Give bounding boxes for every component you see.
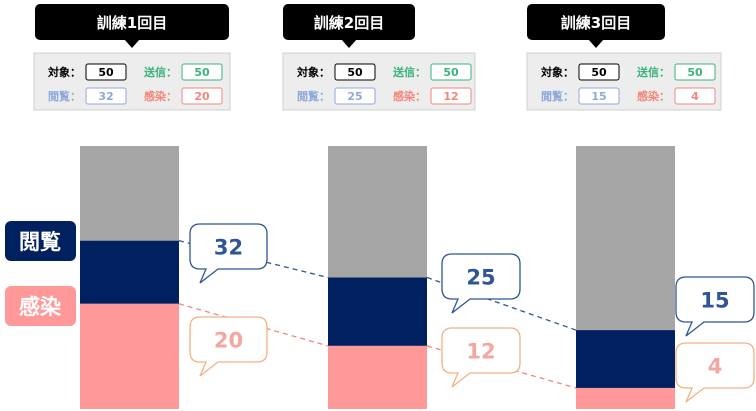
callout-value: 32 bbox=[214, 236, 243, 260]
callout-value: 15 bbox=[700, 289, 729, 313]
sent-label: 送信： bbox=[636, 65, 670, 79]
view-value-box bbox=[334, 87, 376, 105]
view-callout-2: 25 bbox=[441, 253, 521, 314]
training-title: 訓練2回目 bbox=[314, 14, 384, 32]
target-label: 対象： bbox=[296, 65, 330, 79]
legend-view-box bbox=[5, 221, 76, 261]
callout-value: 20 bbox=[214, 329, 243, 353]
infect-value-box bbox=[430, 87, 472, 105]
view-label: 閲覧： bbox=[541, 89, 574, 103]
bar-infect-2 bbox=[328, 345, 427, 409]
view-value: 15 bbox=[591, 90, 606, 103]
infect-value-box bbox=[181, 87, 223, 105]
view-label: 閲覧： bbox=[48, 89, 81, 103]
sent-value: 50 bbox=[443, 66, 459, 79]
view-value-box bbox=[578, 87, 620, 105]
infect-callout-3: 4 bbox=[675, 342, 755, 403]
infect-value-box bbox=[674, 87, 716, 105]
callout-shape bbox=[675, 342, 755, 403]
infect-label: 感染： bbox=[393, 89, 426, 103]
info-panel bbox=[526, 52, 722, 111]
bar-infect-3 bbox=[576, 387, 675, 409]
target-value: 50 bbox=[591, 66, 607, 79]
target-label: 対象： bbox=[47, 65, 81, 79]
training-title: 訓練1回目 bbox=[97, 14, 167, 32]
callout-value: 4 bbox=[708, 355, 723, 379]
view-value: 25 bbox=[347, 90, 362, 103]
sent-value-box bbox=[674, 63, 716, 81]
target-value-box bbox=[334, 63, 376, 81]
infect-label: 感染： bbox=[637, 89, 670, 103]
title-pointer bbox=[341, 39, 357, 48]
bar-view-3 bbox=[576, 330, 675, 388]
bar-remainder-3 bbox=[576, 146, 675, 331]
view-callout-3: 15 bbox=[675, 276, 755, 337]
bar-remainder-1 bbox=[80, 146, 179, 241]
callout-value: 25 bbox=[466, 266, 495, 290]
target-value: 50 bbox=[347, 66, 363, 79]
title-box bbox=[35, 4, 229, 40]
sent-value: 50 bbox=[687, 66, 703, 79]
infect-label: 感染： bbox=[144, 89, 177, 103]
training-title: 訓練3回目 bbox=[561, 14, 631, 32]
infect-callout-1: 20 bbox=[189, 316, 268, 377]
sent-value: 50 bbox=[194, 66, 210, 79]
target-value-box bbox=[578, 63, 620, 81]
title-box bbox=[527, 4, 665, 40]
view-value: 32 bbox=[98, 90, 113, 103]
legend-infect-label: 感染 bbox=[19, 295, 61, 319]
view-label: 閲覧： bbox=[297, 89, 330, 103]
bar-view-2 bbox=[328, 277, 427, 346]
sent-label: 送信： bbox=[392, 65, 426, 79]
legend-view-label: 閲覧 bbox=[19, 230, 61, 254]
infect-connector-2 bbox=[426, 345, 577, 389]
infect-callout-2: 12 bbox=[441, 327, 521, 388]
title-pointer bbox=[588, 39, 604, 48]
callout-shape bbox=[441, 253, 521, 314]
bar-infect-1 bbox=[80, 303, 179, 409]
infect-value: 20 bbox=[194, 90, 210, 103]
legend-infect-box bbox=[5, 286, 76, 326]
callout-shape bbox=[675, 276, 755, 337]
infect-value: 12 bbox=[443, 90, 458, 103]
view-value-box bbox=[85, 87, 127, 105]
sent-value-box bbox=[181, 63, 223, 81]
sent-label: 送信： bbox=[143, 65, 177, 79]
target-label: 対象： bbox=[540, 65, 574, 79]
bar-view-1 bbox=[80, 240, 179, 304]
title-box bbox=[283, 4, 415, 40]
callout-shape bbox=[189, 223, 268, 284]
sent-value-box bbox=[430, 63, 472, 81]
target-value-box bbox=[85, 63, 127, 81]
title-pointer bbox=[124, 39, 140, 48]
callout-shape bbox=[189, 316, 268, 377]
callout-shape bbox=[441, 327, 521, 388]
infect-value: 4 bbox=[691, 90, 699, 103]
bar-remainder-2 bbox=[328, 146, 427, 278]
infect-connector-1 bbox=[178, 303, 329, 347]
view-callout-1: 32 bbox=[189, 223, 268, 284]
callout-value: 12 bbox=[466, 340, 495, 364]
target-value: 50 bbox=[98, 66, 114, 79]
